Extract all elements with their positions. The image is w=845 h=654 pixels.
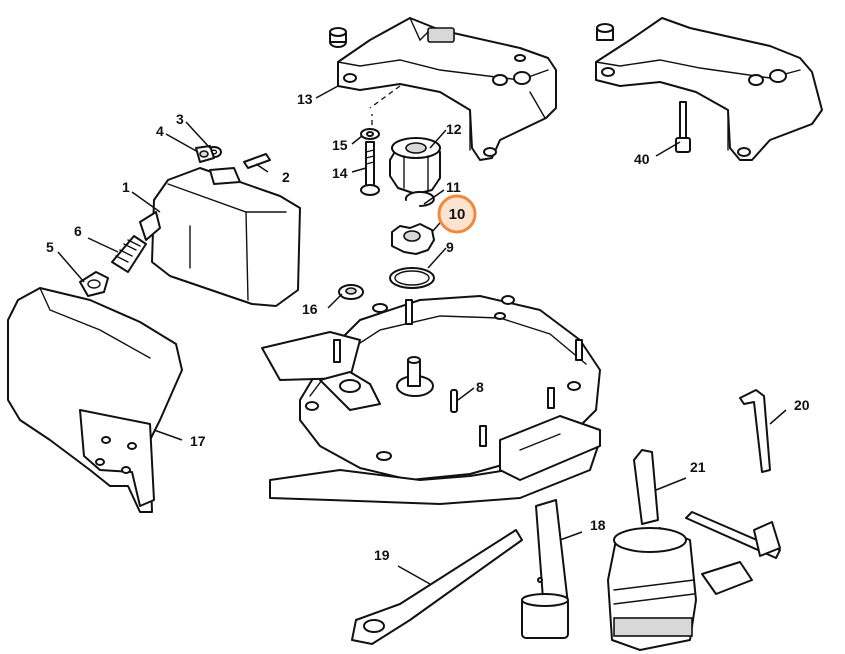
callout-2: 2 bbox=[282, 169, 290, 185]
callout-14: 14 bbox=[332, 165, 348, 181]
part-1-cover bbox=[139, 167, 301, 307]
part-40-bracket bbox=[595, 17, 823, 161]
part-13-bracket bbox=[329, 17, 557, 161]
callout-10: 10 bbox=[449, 206, 466, 223]
callout-21: 21 bbox=[690, 459, 706, 475]
callout-16: 16 bbox=[302, 301, 318, 317]
part-19-wrench bbox=[351, 529, 523, 645]
part-40-screw bbox=[675, 101, 691, 153]
callout-3: 3 bbox=[176, 111, 184, 127]
part-21-drill-chuck bbox=[607, 449, 697, 651]
callout-6: 6 bbox=[74, 223, 82, 239]
part-14-bolt bbox=[360, 141, 380, 196]
callout-13: 13 bbox=[297, 91, 313, 107]
part-2-pin bbox=[243, 153, 271, 169]
part-40-nut bbox=[596, 23, 614, 41]
part-5-clamp bbox=[79, 271, 109, 297]
gearbox-housing bbox=[261, 295, 601, 505]
part-18-drift bbox=[521, 499, 569, 639]
callout-19: 19 bbox=[374, 547, 390, 563]
callout-11: 11 bbox=[446, 179, 461, 195]
highlighted-callout-10[interactable]: 10 bbox=[437, 194, 477, 234]
callout-20: 20 bbox=[794, 397, 810, 413]
callout-labels: 13 15 14 12 11 9 16 8 40 2 1 3 4 6 5 17 … bbox=[46, 91, 810, 563]
callout-40: 40 bbox=[634, 151, 650, 167]
callout-12: 12 bbox=[446, 121, 462, 137]
part-10-small-gear bbox=[391, 223, 435, 255]
part-12-star-gear bbox=[389, 137, 441, 195]
part-16-washer bbox=[338, 284, 364, 300]
callout-1: 1 bbox=[122, 179, 130, 195]
part-4-nut bbox=[195, 145, 215, 163]
part-8-pin bbox=[450, 389, 458, 413]
part-20-hex-key bbox=[739, 389, 771, 473]
callout-9: 9 bbox=[446, 239, 454, 255]
callout-5: 5 bbox=[46, 239, 54, 255]
leader-lines bbox=[57, 85, 787, 585]
callout-4: 4 bbox=[156, 123, 164, 139]
part-21-chuck-key bbox=[685, 511, 781, 595]
callout-17: 17 bbox=[190, 433, 206, 449]
callout-15: 15 bbox=[332, 137, 348, 153]
part-11-circlip bbox=[404, 191, 435, 207]
part-15-washer bbox=[360, 128, 380, 140]
part-9-ring bbox=[389, 267, 435, 289]
callout-18: 18 bbox=[590, 517, 606, 533]
callout-8: 8 bbox=[476, 379, 484, 395]
part-17-guard bbox=[7, 287, 183, 513]
part-13-nut bbox=[329, 27, 347, 48]
part-6-spring bbox=[111, 235, 147, 273]
